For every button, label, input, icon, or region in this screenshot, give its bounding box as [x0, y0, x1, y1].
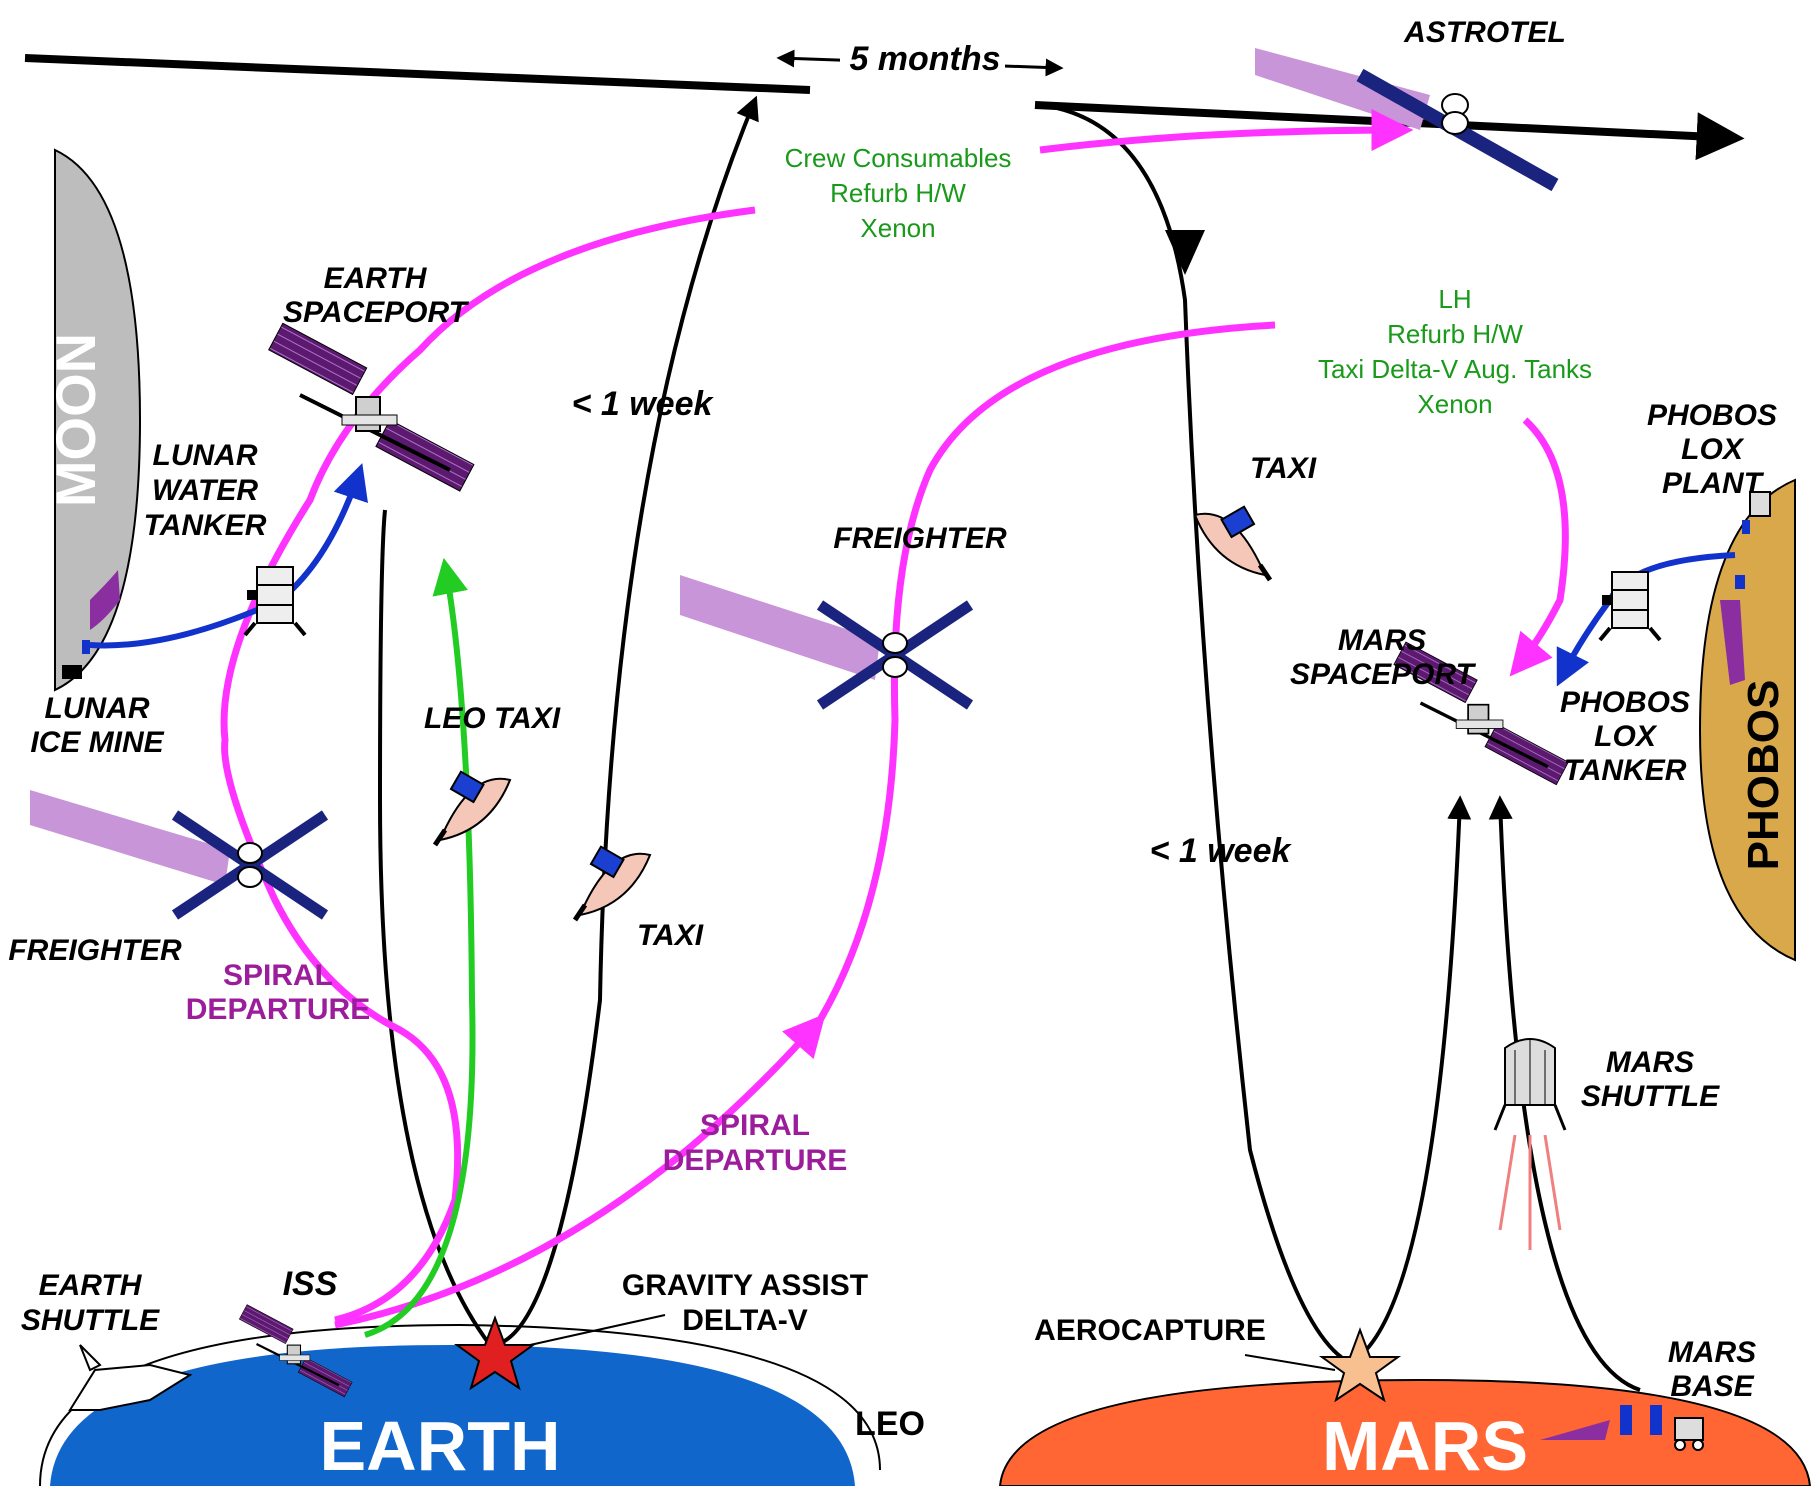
leo-label: LEO: [855, 1405, 925, 1443]
five-months-mask: [840, 40, 1005, 80]
mars-base-icon: [1540, 1405, 1704, 1451]
earth-taxi-icon: [575, 847, 650, 920]
iss-label: ISS: [283, 1265, 338, 1303]
cargo-mars-line-3: Taxi Delta-V Aug. Tanks: [1318, 354, 1592, 384]
cargo-astrotel-line-3: Xenon: [860, 213, 935, 243]
mars-spaceport-label-2: SPACEPORT: [1290, 658, 1477, 691]
mars-taxi-icon: [1195, 507, 1270, 580]
phobos-label: PHOBOS: [1739, 680, 1788, 871]
taxi-mars-label: TAXI: [1250, 452, 1317, 485]
cargo-astrotel-line-1: Crew Consumables: [785, 143, 1012, 173]
mars-shuttle-icon: [1493, 1038, 1567, 1250]
earth-shuttle-label-1: EARTH: [39, 1269, 143, 1302]
lunar-water-tanker-label-3: TANKER: [144, 509, 267, 542]
cargo-mars-line-1: LH: [1438, 284, 1471, 314]
astrotel-label: ASTROTEL: [1403, 16, 1566, 49]
earth-spaceport-label-1: EARTH: [324, 262, 428, 295]
earth-shuttle-label-2: SHUTTLE: [21, 1304, 160, 1337]
taxi-earth-label: TAXI: [637, 919, 704, 952]
lunar-ice-mine-icon: [62, 640, 90, 679]
spiral-departure-mid-upper: [816, 321, 1276, 1022]
mars-shuttle-label-1: MARS: [1606, 1046, 1694, 1079]
aerocapture-leader: [1244, 1354, 1336, 1371]
spiral-departure-left-path: [220, 206, 756, 1324]
earth-spaceport-icon: [266, 321, 476, 494]
cargo-mars-line-2: Refurb H/W: [1387, 319, 1523, 349]
phobos-lox-plant-label-1: PHOBOS: [1647, 399, 1777, 432]
lunar-ice-mine-label-2: ICE MINE: [30, 726, 164, 759]
phobos-lox-plant-label-2: LOX: [1681, 433, 1745, 466]
cargo-mars-line-4: Xenon: [1417, 389, 1492, 419]
spiral-departure-mid-1: SPIRAL: [700, 1109, 810, 1142]
gravity-assist-label-1: GRAVITY ASSIST: [622, 1269, 868, 1302]
earth-body: EARTH: [39, 1323, 881, 1486]
mars-body: MARS: [998, 1378, 1812, 1486]
moon-body: MOON: [44, 148, 142, 692]
spiral-departure-mid-2: DEPARTURE: [663, 1144, 847, 1177]
freighter-mid-icon: [680, 575, 970, 705]
five-months-label: 5 months: [849, 40, 1000, 78]
leo-taxi-icon: [435, 772, 510, 845]
leo-taxi-path: [364, 557, 476, 1338]
mars-shuttle-ascent-1: [1353, 795, 1472, 1362]
freighter-left-icon: [30, 790, 325, 915]
cargo-to-astrotel-path: [1039, 109, 1414, 154]
freighter-left-label: FREIGHTER: [8, 934, 182, 967]
cycler-orbit-left: [24, 54, 811, 94]
freighter-mid-label: FREIGHTER: [833, 522, 1007, 555]
cargo-astrotel-line-2: Refurb H/W: [830, 178, 966, 208]
phobos-lox-plant-icon: [1735, 491, 1771, 589]
one-week-left-label: < 1 week: [572, 385, 715, 423]
one-week-right-label: < 1 week: [1150, 832, 1293, 870]
mars-taxi-arrowhead: [1165, 230, 1205, 275]
phobos-lox-tanker-label-1: PHOBOS: [1560, 686, 1690, 719]
phobos-body: PHOBOS: [1698, 478, 1796, 962]
phobos-lox-tanker-label-3: TANKER: [1564, 754, 1687, 787]
moon-label: MOON: [44, 333, 107, 507]
lunar-ice-mine-label-1: LUNAR: [45, 692, 150, 725]
phobos-lox-plant-label-3: PLANT: [1662, 467, 1765, 500]
gravity-assist-star-icon: [453, 1315, 537, 1391]
earth-label: EARTH: [319, 1407, 560, 1485]
mars-shuttle-label-2: SHUTTLE: [1581, 1080, 1720, 1113]
mars-taxi-trajectory: [1039, 103, 1356, 1367]
taxi-up-trajectory: [494, 95, 759, 1347]
earth-shuttle-icon: [68, 1344, 193, 1411]
gravity-assist-label-2: DELTA-V: [682, 1304, 808, 1337]
mars-label: MARS: [1322, 1407, 1528, 1485]
lunar-water-tanker-label-2: WATER: [152, 474, 258, 507]
earth-spaceport-label-2: SPACEPORT: [283, 296, 470, 329]
mars-spaceport-label-1: MARS: [1338, 624, 1426, 657]
spiral-departure-left-1: SPIRAL: [223, 959, 333, 992]
leo-taxi-label: LEO TAXI: [424, 702, 561, 735]
mars-base-label-1: MARS: [1668, 1336, 1756, 1369]
gravity-assist-leader: [529, 1314, 666, 1346]
phobos-lox-tanker-label-2: LOX: [1594, 720, 1658, 753]
lunar-water-tanker-label-1: LUNAR: [153, 439, 258, 472]
spiral-departure-left-2: DEPARTURE: [186, 993, 370, 1026]
mars-base-label-2: BASE: [1670, 1370, 1754, 1403]
aerocapture-star-icon: [1318, 1327, 1402, 1403]
mars-shuttle-ascent-2: [1488, 795, 1641, 1392]
aerocapture-label: AEROCAPTURE: [1034, 1314, 1266, 1347]
cargo-to-mars-spaceport-path: [1509, 417, 1569, 677]
